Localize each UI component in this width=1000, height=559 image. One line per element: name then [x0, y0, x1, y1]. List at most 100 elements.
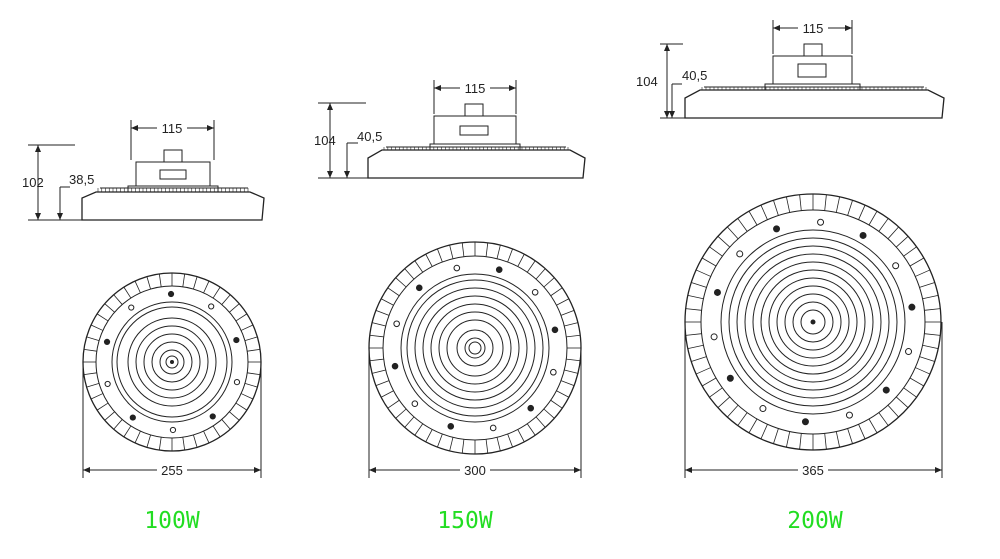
- hole: [845, 411, 853, 419]
- fin-line: [903, 387, 917, 398]
- hole: [759, 405, 767, 413]
- fin-line: [203, 430, 210, 444]
- dim-115-100w: 115: [130, 120, 215, 160]
- fin-line: [868, 418, 878, 434]
- fin-line: [717, 396, 731, 408]
- hole: [103, 338, 111, 346]
- fin-line: [835, 431, 841, 448]
- fin-line: [404, 416, 415, 428]
- fin-line: [146, 276, 151, 290]
- fin-line: [691, 356, 707, 362]
- fin-line: [799, 433, 802, 450]
- fin-line: [146, 434, 151, 448]
- fin-line: [244, 336, 258, 341]
- fin-line: [437, 248, 443, 263]
- total-height-label: 102: [22, 175, 44, 190]
- fin-line: [517, 253, 525, 267]
- fin-line: [369, 334, 384, 338]
- fin-line: [773, 200, 779, 216]
- fin-line: [895, 396, 909, 408]
- fin-line: [371, 322, 386, 327]
- fin-line: [375, 380, 390, 386]
- fin-line: [915, 269, 931, 277]
- fin-line: [556, 390, 570, 398]
- fin-line: [799, 194, 802, 211]
- fin-line: [695, 367, 711, 375]
- hole: [489, 424, 497, 432]
- fin-line: [909, 377, 925, 387]
- hole: [550, 368, 557, 376]
- fin-line: [564, 369, 579, 374]
- fin-line: [90, 324, 104, 331]
- fin-line: [691, 282, 707, 288]
- hole: [209, 413, 216, 420]
- fin-line: [566, 358, 581, 362]
- fin-line: [461, 439, 465, 454]
- total-height-label: 104: [314, 133, 336, 148]
- fin-line: [485, 242, 489, 257]
- fin-line: [858, 424, 866, 440]
- total-height-label: 104: [636, 74, 658, 89]
- fin-line: [556, 298, 570, 306]
- fin-line: [687, 344, 704, 350]
- hole: [905, 348, 913, 356]
- wattage-label-100w: 100W: [144, 508, 200, 534]
- fin-line: [685, 333, 702, 336]
- hole: [393, 320, 400, 328]
- fin-line: [760, 204, 768, 220]
- diameter-label: 255: [161, 463, 183, 478]
- wattage-label-150w: 150W: [437, 508, 493, 534]
- fin-line: [212, 286, 221, 299]
- body-height-label: 38,5: [69, 172, 94, 187]
- fin-line: [824, 433, 827, 450]
- dim-height-100w: 102 38,5: [22, 144, 94, 221]
- fin-line: [507, 433, 513, 448]
- hole: [128, 304, 135, 311]
- fin-line: [858, 204, 866, 220]
- body-height-label: 40,5: [682, 68, 707, 83]
- fin-line: [737, 218, 748, 232]
- fin-line: [113, 419, 123, 430]
- fin-line: [560, 310, 575, 316]
- fin-line: [687, 294, 704, 300]
- fin-line: [96, 313, 109, 322]
- top-view-150w: [368, 241, 582, 455]
- fin-line: [847, 200, 853, 216]
- lamp-150w-group: 115 104 40,5: [314, 80, 586, 534]
- hole: [908, 303, 916, 311]
- fin-line: [526, 423, 536, 436]
- fin-line: [924, 333, 941, 336]
- hole: [859, 231, 867, 239]
- fin-line: [915, 367, 931, 375]
- hole: [411, 400, 419, 408]
- fin-line: [229, 303, 240, 313]
- fin-line: [387, 399, 400, 409]
- hole: [391, 362, 399, 370]
- fin-line: [727, 404, 739, 418]
- fin-line: [387, 287, 400, 297]
- fin-line: [193, 434, 198, 448]
- fin-line: [919, 282, 935, 288]
- fin-line: [543, 408, 555, 419]
- dim-height-150w: 104 40,5: [314, 102, 382, 179]
- fin-line: [685, 308, 702, 311]
- fin-line: [748, 210, 758, 226]
- fin-line: [507, 248, 513, 263]
- fin-line: [425, 429, 433, 443]
- fin-line: [380, 298, 394, 306]
- hole: [726, 374, 734, 382]
- fin-line: [895, 236, 909, 248]
- fin-line: [240, 324, 254, 331]
- dim-diameter-200w: 365: [684, 322, 943, 478]
- fin-line: [240, 393, 254, 400]
- fin-line: [371, 369, 386, 374]
- fin-line: [244, 383, 258, 388]
- fin-line: [878, 218, 889, 232]
- fin-line: [425, 253, 433, 267]
- hole: [882, 386, 890, 394]
- diameter-label: 300: [464, 463, 486, 478]
- dim-height-200w: 104 40,5: [636, 43, 707, 119]
- hole: [415, 284, 423, 292]
- fin-line: [104, 411, 115, 421]
- fin-line: [887, 404, 899, 418]
